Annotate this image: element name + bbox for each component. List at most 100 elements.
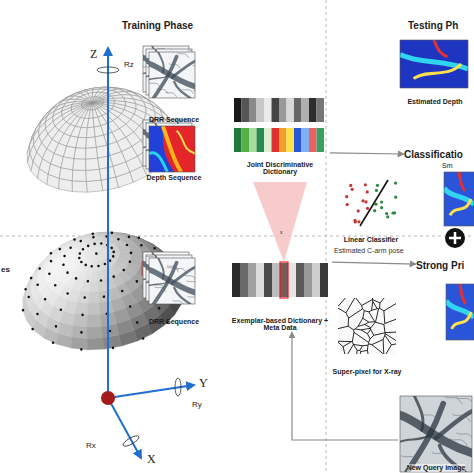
dome-sample-point: [93, 242, 96, 245]
vessel-branch: [401, 456, 419, 464]
class-point: [345, 195, 348, 198]
dictionary-atom: [264, 128, 272, 152]
dome-sample-point: [117, 238, 120, 241]
class-point: [391, 211, 394, 214]
node-caption: Exemplar-based Dictionary + Meta Data: [228, 317, 332, 332]
dome-sample-point: [135, 280, 138, 283]
vessel-shape: [158, 52, 164, 73]
dome-sample-point: [54, 284, 57, 287]
dome-mesh-cell: [96, 280, 107, 292]
class-point: [385, 212, 388, 215]
depth-region: [450, 199, 471, 215]
vessel-branch: [193, 86, 195, 91]
dictionary-atom: [287, 128, 295, 152]
stage-heading-box: Classificatio: [404, 146, 474, 162]
vessel-shape: [414, 396, 423, 430]
dome-sample-point: [100, 279, 103, 282]
dome-sample-point: [80, 260, 83, 263]
vessel-branch: [456, 433, 472, 441]
selection-funnel: [253, 182, 307, 262]
depth-region: [163, 126, 195, 172]
dome-sample-point: [153, 247, 156, 250]
image-node: DRR Sequence: [138, 250, 210, 326]
dome-sample-point: [140, 244, 143, 247]
dome-sample-point: [91, 232, 94, 235]
vessel-branch: [172, 281, 184, 286]
class-point: [364, 183, 367, 186]
dome-sample-point: [50, 260, 53, 263]
image-node: Super-pixel for X-ray: [332, 296, 402, 376]
node-caption: Super-pixel for X-ray: [333, 368, 402, 376]
class-point: [376, 184, 379, 187]
vessel-branch: [154, 284, 166, 289]
selected-atom: [280, 262, 288, 298]
image-node: New Query image: [398, 394, 474, 472]
dictionary-atom: [309, 128, 317, 152]
dome-sample-point: [79, 240, 82, 243]
flow-arrow: [292, 332, 398, 440]
axis-label: Ry: [192, 400, 202, 409]
phase-heading: Testing Ph: [408, 20, 458, 31]
dome-sample-point: [121, 289, 124, 292]
superpixel-image: [338, 298, 396, 354]
dome-mesh-cell: [91, 103, 95, 110]
node-caption: Estimated Depth: [407, 98, 462, 106]
dome-sample-point: [59, 308, 62, 311]
dome-sample-point: [49, 252, 52, 255]
vessel-shape: [172, 61, 195, 77]
image-frame: [149, 126, 195, 172]
dictionary-atom: [317, 128, 325, 152]
vessel-branch: [450, 439, 468, 447]
xray-image: [400, 396, 472, 472]
dictionary-atom: [272, 263, 280, 297]
flow-arrow: [330, 153, 404, 154]
image-node: Estimated Depth: [396, 38, 474, 106]
combine-plus: [449, 232, 461, 244]
dome-sample-point: [75, 277, 78, 280]
dome-sample-point: [54, 325, 57, 328]
node-caption: Classificatio: [404, 149, 463, 160]
image-frame: [400, 396, 472, 472]
class-point: [361, 199, 364, 202]
image-background: [400, 40, 468, 88]
dictionary-atom: [264, 98, 272, 122]
image-node: Exemplar-based Dictionary + Meta Data: [228, 256, 332, 332]
class-point: [346, 203, 349, 206]
depth-region: [452, 312, 472, 329]
dome-sample-point: [21, 309, 24, 312]
axis-label: Rz: [124, 60, 134, 69]
vessel-branch: [165, 92, 177, 97]
axis-label: Z: [90, 47, 97, 62]
z-axis: [107, 48, 109, 398]
dome-sample-point: [44, 298, 47, 301]
dictionary-atom: [256, 263, 264, 297]
class-point: [349, 184, 352, 187]
dictionary-atom: [242, 98, 250, 122]
dictionary-atom: [312, 263, 320, 297]
image-frame: [444, 172, 474, 226]
vessel-branch: [430, 435, 448, 443]
drr-image: [146, 123, 192, 169]
class-point: [353, 219, 356, 222]
class-point: [357, 220, 360, 223]
dome-sample-point: [90, 265, 93, 268]
vessel-branch: [187, 281, 195, 286]
axis-label: Y: [199, 376, 208, 391]
vessel-branch: [456, 397, 472, 405]
dictionary-atom: [309, 98, 317, 122]
dictionary-atom: [279, 128, 287, 152]
origin-point: [101, 391, 115, 405]
node-caption: Joint Discriminative Dictionary: [230, 161, 330, 176]
dome-mesh-cell: [92, 117, 100, 127]
depth-region: [434, 40, 448, 57]
dome-mesh-cell: [71, 312, 89, 329]
dome-sample-point: [78, 252, 81, 255]
vessel-branch: [169, 64, 181, 69]
dome-sample-point: [129, 305, 132, 308]
dome-sample-point: [142, 337, 145, 340]
image-frame: [400, 40, 468, 88]
class-point: [380, 206, 383, 209]
dome-sample-point: [73, 238, 76, 241]
dictionary-atom: [294, 98, 302, 122]
